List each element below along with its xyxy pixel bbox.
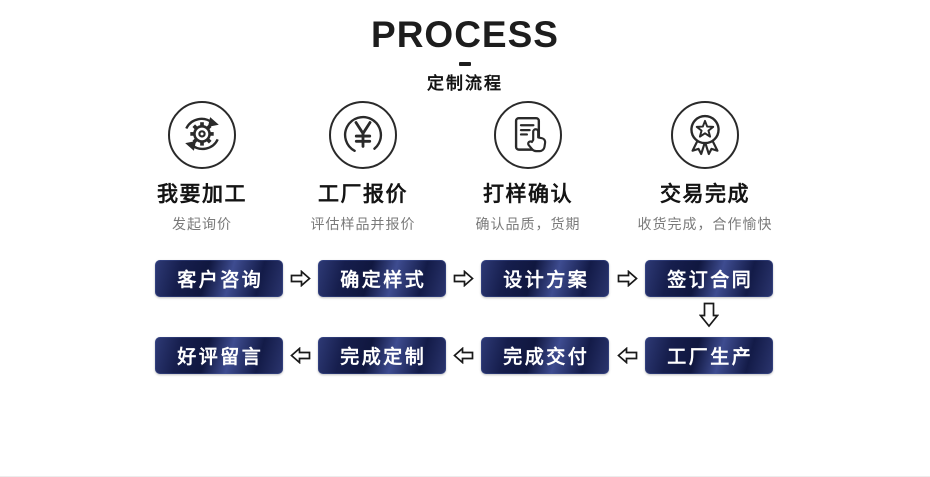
gear-sync-icon <box>168 101 236 169</box>
arrow-down-icon <box>699 302 719 328</box>
step-desc: 确认品质，货期 <box>475 216 581 232</box>
flow-node-sign-contract: 签订合同 <box>645 260 773 297</box>
step-label: 交易完成 <box>660 183 750 206</box>
arrow-right-icon <box>617 270 638 287</box>
step-desc: 评估样品并报价 <box>310 216 416 232</box>
step-desc: 收货完成，合作愉快 <box>637 216 773 232</box>
step-inquiry: 我要加工 发起询价 <box>92 101 312 234</box>
flow-node-factory-production: 工厂生产 <box>645 337 773 374</box>
yuan-coin-icon <box>329 101 397 169</box>
step-label: 我要加工 <box>157 183 247 206</box>
step-desc: 发起询价 <box>172 216 232 232</box>
step-quote: 工厂报价 评估样品并报价 <box>253 101 473 234</box>
arrow-right-icon <box>453 270 474 287</box>
step-label: 工厂报价 <box>318 183 408 206</box>
document-hand-icon <box>494 101 562 169</box>
flow-node-positive-review: 好评留言 <box>155 337 283 374</box>
arrow-right-icon <box>290 270 311 287</box>
flow-node-confirm-style: 确定样式 <box>318 260 446 297</box>
title-divider-dash <box>459 62 471 66</box>
page-subtitle: 定制流程 <box>427 74 503 93</box>
flow-node-design-plan: 设计方案 <box>481 260 609 297</box>
arrow-left-icon <box>617 347 638 364</box>
medal-star-icon <box>671 101 739 169</box>
flow-node-customer-consult: 客户咨询 <box>155 260 283 297</box>
flow-node-finish-custom: 完成定制 <box>318 337 446 374</box>
flow-node-finish-delivery: 完成交付 <box>481 337 609 374</box>
step-label: 打样确认 <box>483 183 573 206</box>
arrow-left-icon <box>290 347 311 364</box>
arrow-left-icon <box>453 347 474 364</box>
page-title: PROCESS <box>371 14 559 55</box>
step-sample-confirm: 打样确认 确认品质，货期 <box>418 101 638 234</box>
step-deal-done: 交易完成 收货完成，合作愉快 <box>595 101 815 234</box>
